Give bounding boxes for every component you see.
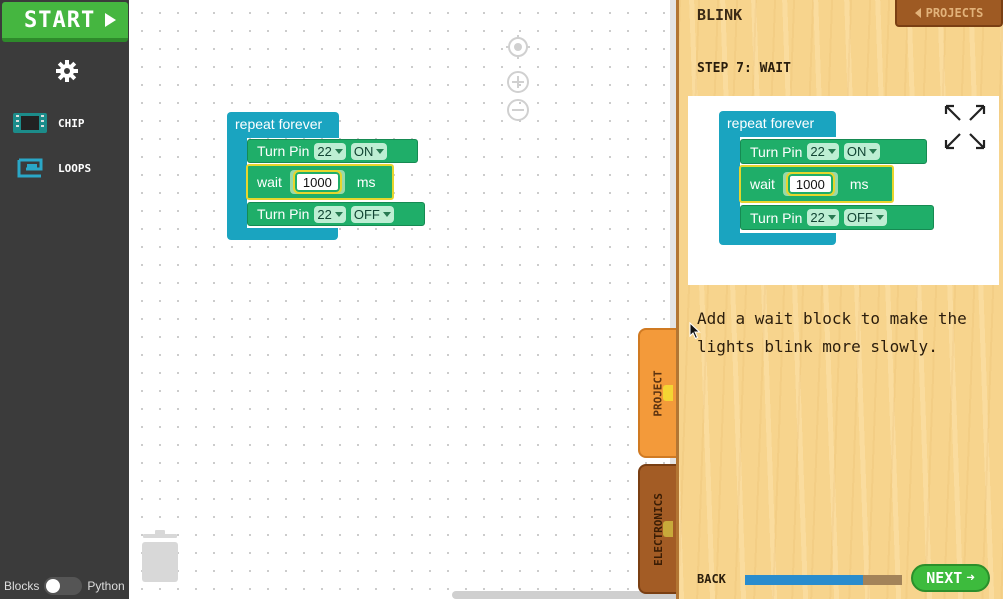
- state-dropdown: ON: [843, 143, 881, 160]
- start-label: START: [24, 7, 96, 33]
- wait-label: wait: [750, 176, 775, 192]
- pin-value: 22: [317, 206, 332, 222]
- state-dropdown[interactable]: OFF: [350, 205, 394, 223]
- chevron-down-icon: [334, 148, 343, 154]
- tab-project[interactable]: PROJECT: [638, 328, 678, 458]
- state-value: OFF: [353, 206, 380, 222]
- progress-fill: [745, 575, 863, 585]
- recenter-icon[interactable]: [506, 35, 530, 59]
- preview-turn-pin-off-block: Turn Pin 22 OFF: [740, 205, 934, 230]
- zoom-out-icon[interactable]: [506, 98, 530, 122]
- chevron-down-icon: [382, 211, 391, 217]
- state-value: OFF: [846, 210, 873, 225]
- pin-dropdown: 22: [807, 143, 839, 160]
- wait-unit-label: ms: [849, 176, 869, 192]
- mode-python-label: Python: [87, 579, 125, 593]
- chip-icon: [13, 113, 47, 133]
- projects-label: PROJECTS: [925, 5, 984, 20]
- play-icon: [105, 13, 117, 27]
- chevron-down-icon: [376, 148, 385, 154]
- start-button[interactable]: START: [2, 2, 128, 42]
- preview-turn-pin-on-block: Turn Pin 22 ON: [740, 139, 927, 164]
- lesson-panel: [679, 0, 1003, 599]
- category-loops[interactable]: LOOPS: [12, 155, 91, 181]
- repeat-forever-label: repeat forever: [727, 115, 815, 131]
- sidebar: START CHIP LOOPS Blocks Pyt: [0, 0, 129, 599]
- chevron-down-icon: [869, 149, 878, 154]
- trash-icon[interactable]: [140, 528, 180, 584]
- repeat-forever-label: repeat forever: [235, 116, 323, 132]
- turn-pin-on-block[interactable]: Turn Pin 22 ON: [247, 139, 418, 163]
- blocks-python-switch[interactable]: [44, 577, 83, 595]
- chevron-down-icon: [827, 215, 836, 220]
- next-label: NEXT: [926, 569, 963, 587]
- number-socket: 1000: [782, 172, 838, 196]
- pin-value: 22: [810, 210, 825, 225]
- arrow-right-icon: ➜: [966, 570, 975, 586]
- pin-dropdown[interactable]: 22: [314, 205, 346, 223]
- pin-dropdown[interactable]: 22: [314, 142, 346, 160]
- projects-button[interactable]: PROJECTS: [895, 0, 1003, 27]
- step-description: Add a wait block to make the lights blin…: [697, 309, 967, 356]
- block-workspace[interactable]: [129, 0, 679, 599]
- state-dropdown[interactable]: ON: [350, 142, 388, 160]
- loop-arm: [227, 138, 247, 228]
- state-value: ON: [846, 144, 867, 159]
- wait-unit-label: ms: [356, 174, 376, 190]
- chevron-down-icon: [827, 149, 836, 154]
- preview-wait-block: wait 1000 ms: [739, 165, 894, 203]
- loop-icon: [17, 158, 43, 178]
- pin-value: 22: [317, 143, 332, 159]
- repeat-forever-block[interactable]: repeat forever: [227, 112, 339, 138]
- back-button[interactable]: BACK: [697, 572, 726, 586]
- zoom-in-icon[interactable]: [506, 70, 530, 94]
- lesson-title: BLINK: [697, 6, 743, 24]
- loop-bottom: [719, 233, 836, 245]
- category-chip-label: CHIP: [58, 116, 85, 130]
- step-title: STEP 7: WAIT: [697, 61, 791, 76]
- turn-pin-label: Turn Pin: [750, 209, 803, 226]
- horizontal-scrollbar[interactable]: [452, 591, 678, 599]
- tab-notch: [663, 521, 673, 537]
- category-chip[interactable]: CHIP: [12, 110, 85, 136]
- lesson-progress-bar: [745, 575, 902, 585]
- tab-notch: [663, 385, 673, 401]
- wait-value: 1000: [785, 172, 835, 196]
- switch-knob: [46, 579, 61, 593]
- category-loops-label: LOOPS: [58, 161, 92, 175]
- loop-bottom: [227, 228, 338, 240]
- chevron-left-icon: [914, 7, 921, 18]
- turn-pin-label: Turn Pin: [257, 206, 310, 222]
- tab-electronics[interactable]: ELECTRONICS: [638, 464, 678, 594]
- chevron-down-icon: [334, 211, 343, 217]
- turn-pin-label: Turn Pin: [257, 143, 310, 159]
- turn-pin-label: Turn Pin: [750, 143, 803, 160]
- chevron-down-icon: [875, 215, 884, 220]
- turn-pin-off-block[interactable]: Turn Pin 22 OFF: [247, 202, 425, 226]
- pin-dropdown: 22: [807, 209, 839, 226]
- wait-block[interactable]: wait 1000 ms: [246, 164, 394, 200]
- workspace-scrollbar-track[interactable]: [670, 0, 679, 599]
- next-button[interactable]: NEXT ➜: [911, 564, 990, 592]
- gear-icon[interactable]: [55, 59, 79, 83]
- state-dropdown: OFF: [843, 209, 887, 226]
- wait-value-input[interactable]: 1000: [292, 170, 342, 194]
- wait-label: wait: [257, 174, 282, 190]
- number-socket: 1000: [289, 170, 345, 194]
- fullscreen-icon[interactable]: [944, 104, 986, 150]
- mode-blocks-label: Blocks: [4, 579, 40, 593]
- mode-toggle: Blocks Python: [4, 577, 125, 595]
- state-value: ON: [353, 143, 374, 159]
- preview-repeat-forever-block: repeat forever: [719, 111, 836, 137]
- pin-value: 22: [810, 144, 825, 159]
- mouse-cursor-icon: [689, 322, 701, 340]
- loop-arm: [719, 137, 740, 233]
